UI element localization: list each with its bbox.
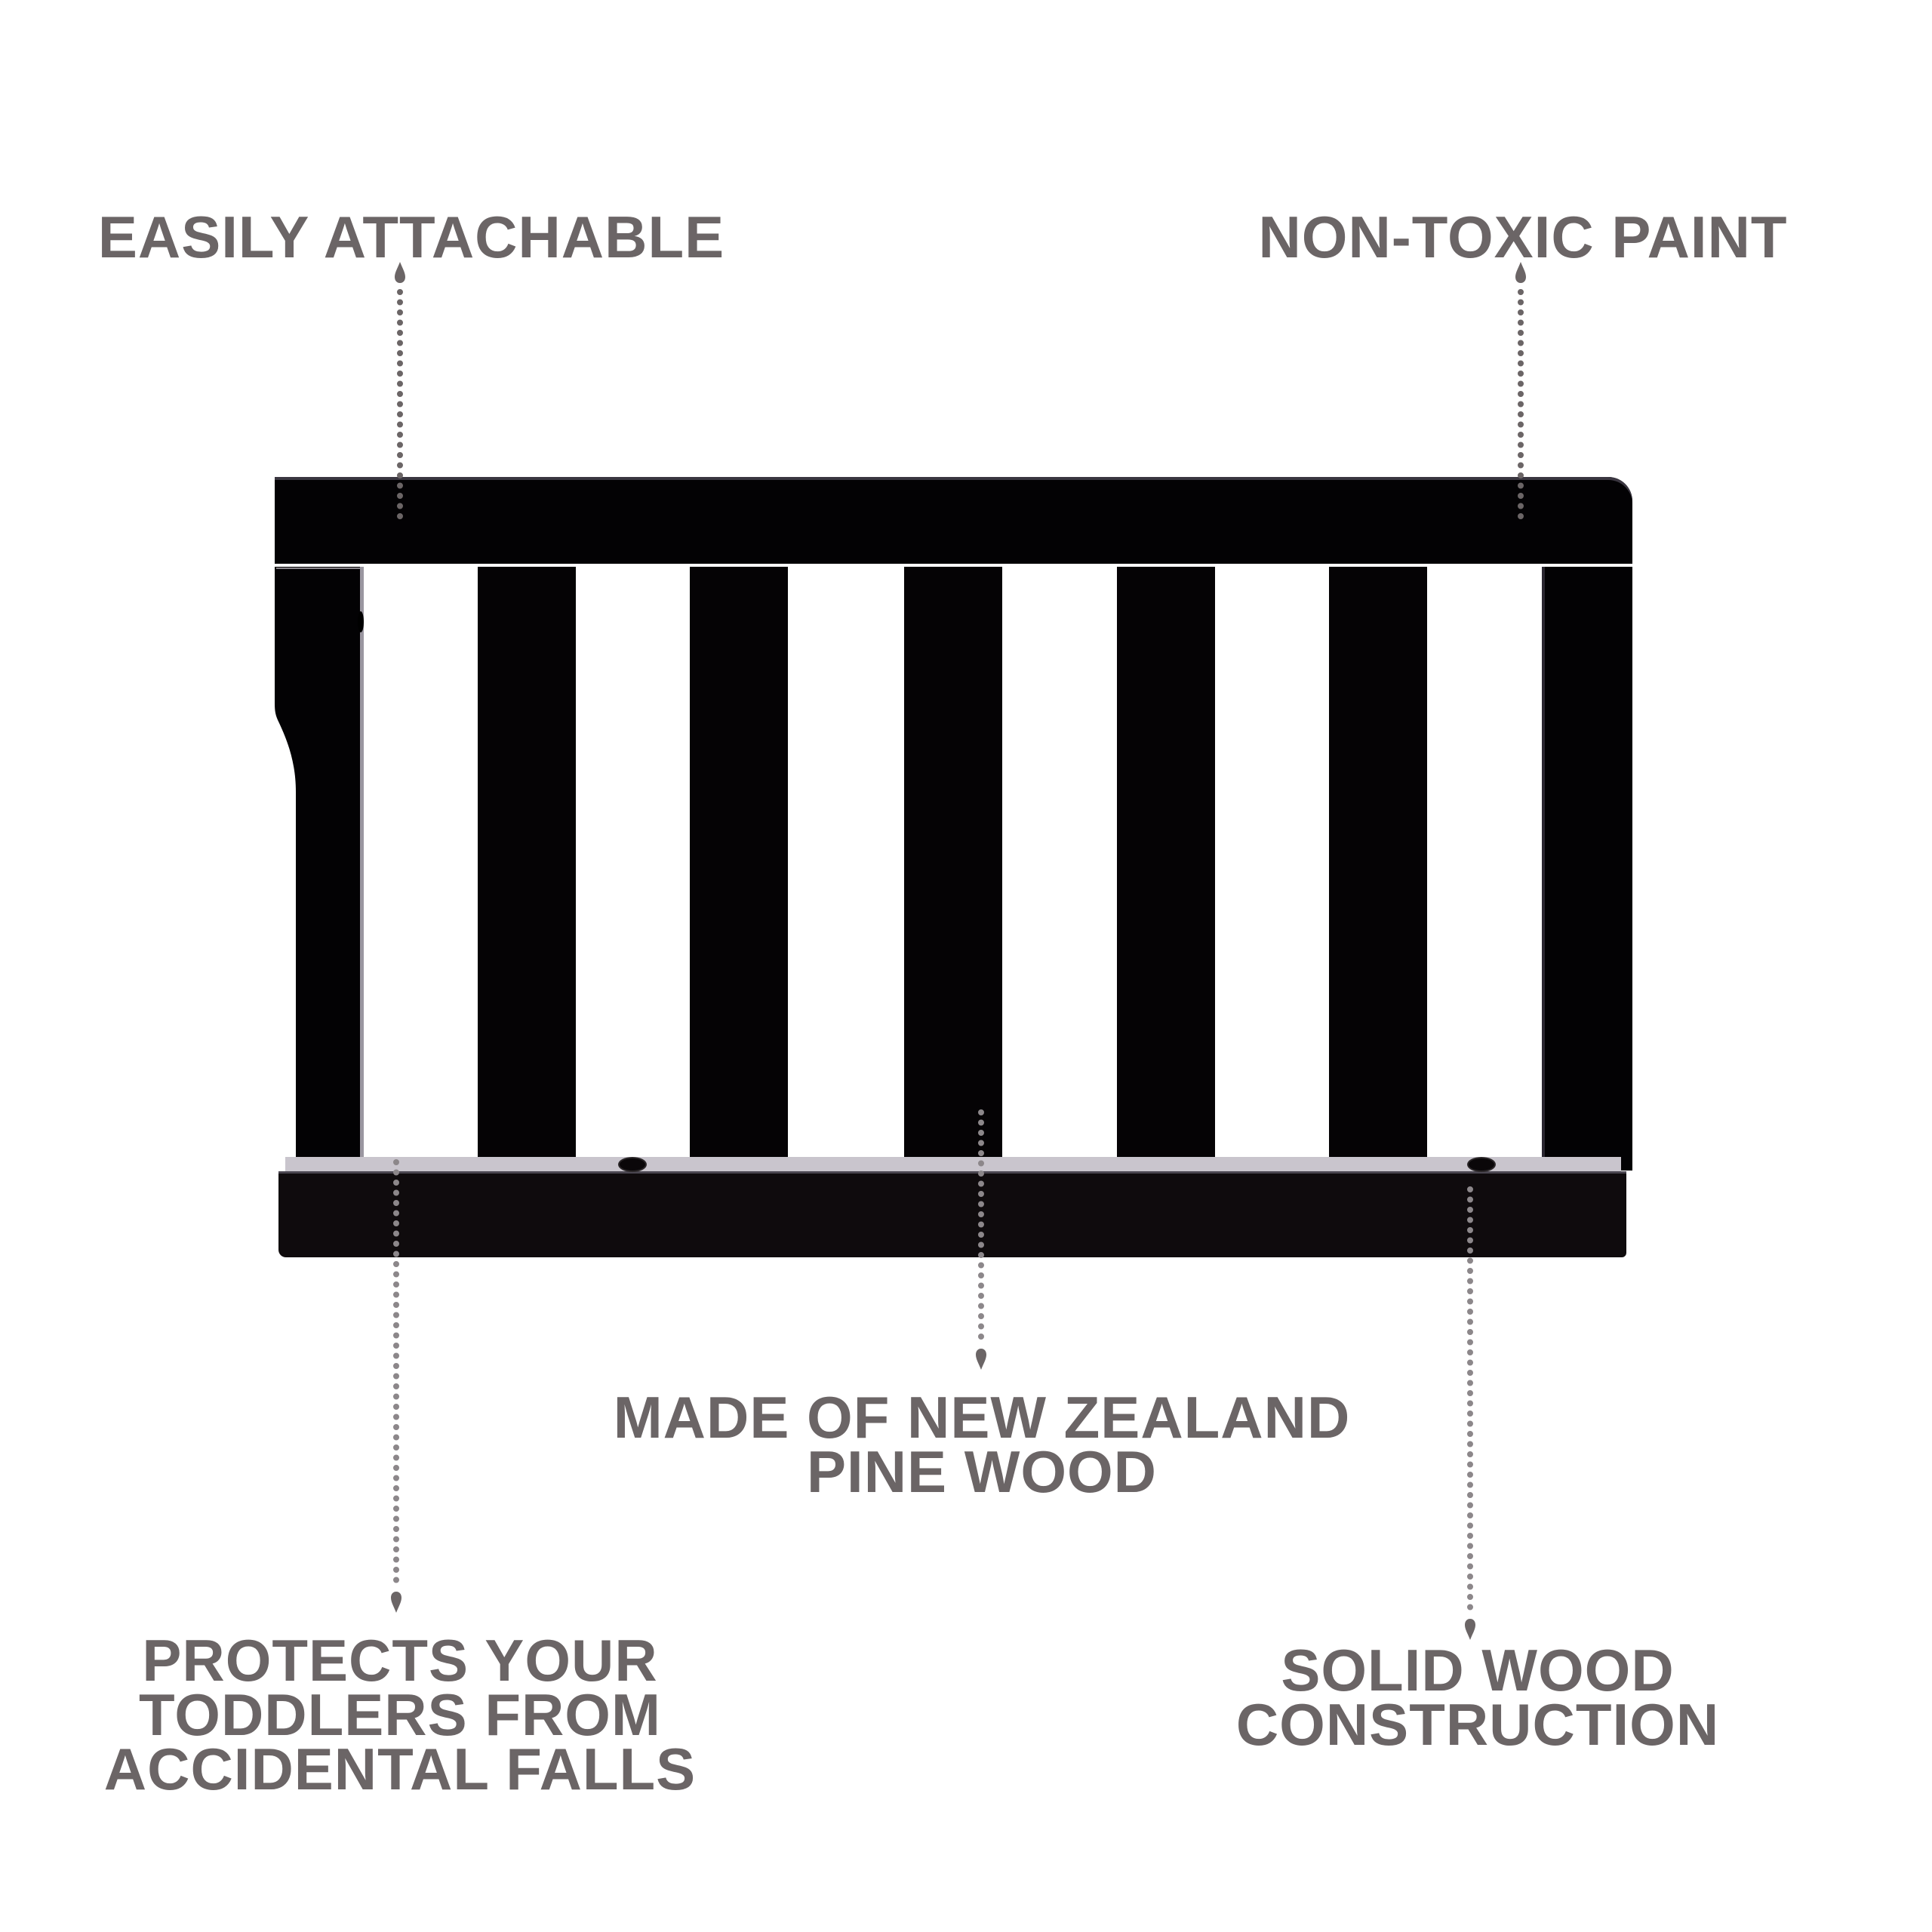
slat [904,567,1002,1171]
callout-line: SOLID WOOD [1281,1637,1675,1703]
callout-line: ACCIDENTAL FALLS [103,1736,697,1802]
dotted-arrow-icon [1515,262,1526,529]
bottom-rail [278,1171,1626,1257]
slat [690,567,788,1171]
dotted-arrow-icon [395,262,405,529]
screw-hole [1467,1157,1496,1172]
top-rail [275,477,1632,564]
callout-non-toxic-paint: NON-TOXIC PAINT [1258,204,1788,270]
callout-easily-attachable: EASILY ATTACHABLE [97,204,725,270]
callout-protects-toddlers: PROTECTS YOUR TODDLERS FROM ACCIDENTAL F… [103,1627,697,1802]
callout-line: NON-TOXIC PAINT [1258,204,1788,270]
callout-line: MADE OF NEW ZEALAND [613,1384,1351,1451]
dotted-arrow-icon [391,1159,401,1613]
callout-solid-wood: SOLID WOOD CONSTRUCTION [1235,1637,1720,1758]
callout-line: TODDLERS FROM [139,1681,661,1748]
dotted-arrow-icon [976,1109,986,1370]
slat [1329,567,1427,1171]
callout-line: EASILY ATTACHABLE [97,204,725,270]
slat [1117,567,1215,1171]
callout-line: CONSTRUCTION [1235,1691,1720,1758]
right-post [1542,567,1632,1171]
dotted-arrow-icon [1465,1186,1475,1640]
callout-new-zealand-pine: MADE OF NEW ZEALAND PINE WOOD [613,1384,1351,1505]
slat [478,567,576,1171]
callout-line: PINE WOOD [806,1438,1158,1505]
left-post [275,567,364,1172]
callout-line: PROTECTS YOUR [142,1627,658,1694]
screw-hole [618,1157,647,1172]
